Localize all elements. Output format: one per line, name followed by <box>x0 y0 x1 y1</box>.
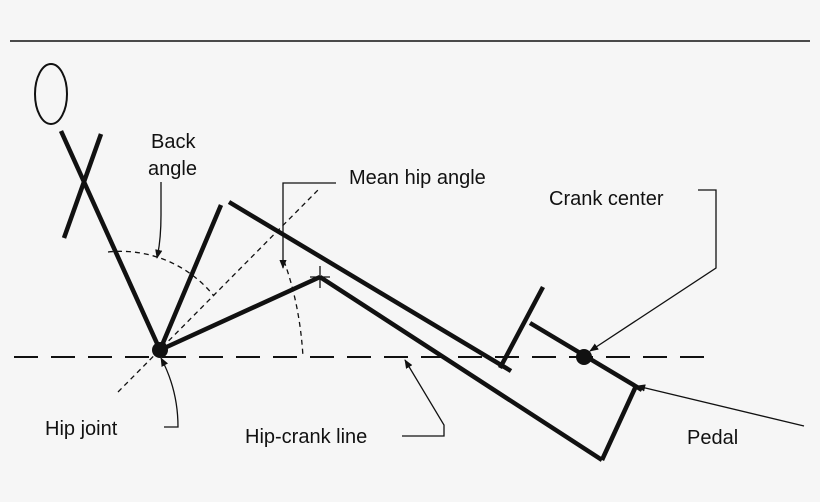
lower-leg-lower <box>318 275 604 462</box>
thigh-lower <box>159 274 321 353</box>
hip-diagonal-dashed <box>117 187 321 393</box>
rider-head <box>34 63 68 125</box>
mean-hip-angle-label: Mean hip angle <box>349 167 486 189</box>
pedal-label: Pedal <box>687 427 738 449</box>
lower-leg-upper <box>227 200 513 373</box>
foot-upper <box>498 285 545 370</box>
mean-hip-angle-leader <box>279 182 336 269</box>
hip-joint-dot <box>152 342 168 358</box>
crank-center-label: Crank center <box>549 188 664 210</box>
thigh-upper <box>157 204 224 351</box>
back-angle-leader <box>155 182 163 259</box>
crank-center-leader <box>589 189 717 352</box>
mean-hip-angle-arc <box>283 260 304 358</box>
back-angle-label-line2: angle <box>148 158 197 180</box>
foot-lower <box>599 385 639 461</box>
hip-crank-line-leader <box>402 359 445 437</box>
crank-center-dot <box>576 349 592 365</box>
rider-arm <box>61 133 104 239</box>
back-angle-label-line1: Back <box>151 131 196 153</box>
hip-joint-leader <box>160 357 179 428</box>
pedal-leader <box>636 384 805 427</box>
rider-torso <box>58 130 163 351</box>
hip-crank-line-label: Hip-crank line <box>245 426 367 448</box>
hip-joint-label: Hip joint <box>45 418 118 440</box>
